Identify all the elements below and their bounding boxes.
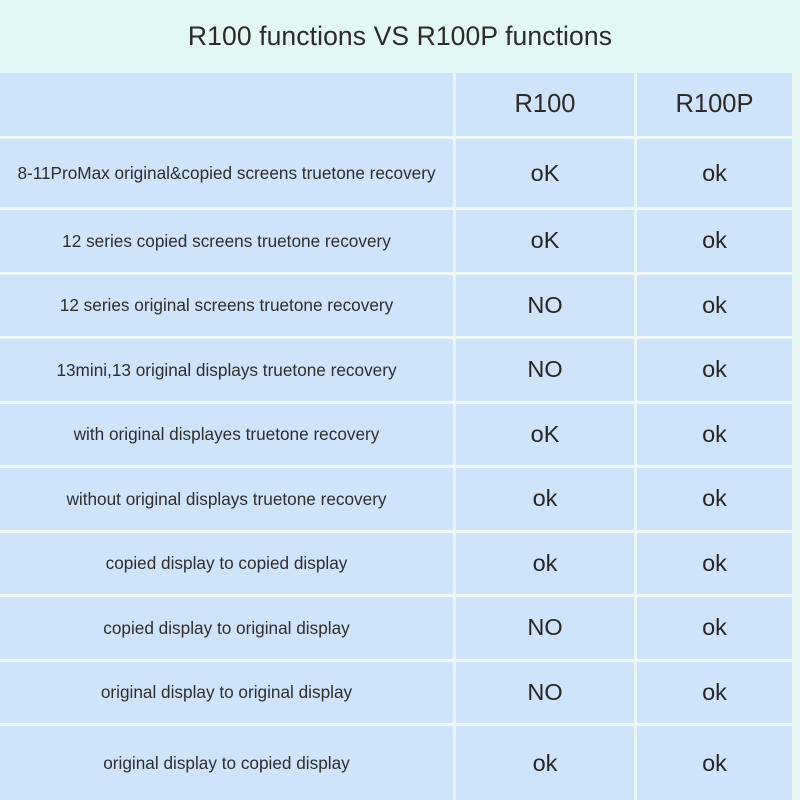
r100-value-cell: oK	[456, 210, 634, 272]
r100p-value-cell: ok	[637, 661, 792, 723]
r100-value-cell: ok	[456, 532, 634, 594]
feature-label: copied display to copied display	[105, 553, 348, 574]
r100p-value-cell: ok	[637, 403, 792, 465]
feature-label: copied display to original display	[103, 617, 350, 638]
feature-label: original display to copied display	[103, 752, 350, 773]
feature-cell: 13mini,13 original displays truetone rec…	[0, 339, 453, 401]
r100-value-cell: ok	[456, 726, 634, 800]
feature-label: with original displayes truetone recover…	[73, 424, 380, 445]
r100p-value-cell: ok	[637, 339, 792, 401]
r100-value-cell: ok	[456, 468, 634, 530]
column-header-r100: R100	[456, 73, 634, 136]
feature-label: without original displays truetone recov…	[66, 488, 387, 509]
feature-cell: 12 series original screens truetone reco…	[0, 274, 453, 336]
table-header-row: R100 R100P	[0, 73, 792, 139]
r100p-value-cell: ok	[637, 468, 792, 530]
comparison-table: R100 R100P 8-11ProMax original&copied sc…	[0, 73, 792, 800]
table-row: 12 series copied screens truetone recove…	[0, 210, 792, 275]
r100-value-cell: oK	[456, 403, 634, 465]
feature-cell: copied display to copied display	[0, 532, 453, 594]
table-row: original display to original display NO …	[0, 661, 792, 726]
page-title-bar: R100 functions VS R100P functions	[0, 0, 800, 73]
feature-cell: copied display to original display	[0, 597, 453, 659]
r100-value-cell: NO	[456, 274, 634, 336]
feature-cell: 8-11ProMax original&copied screens truet…	[0, 139, 453, 207]
table-row: 8-11ProMax original&copied screens truet…	[0, 139, 792, 210]
r100p-value-cell: ok	[637, 597, 792, 659]
table-row: without original displays truetone recov…	[0, 468, 792, 533]
r100-value-cell: NO	[456, 661, 634, 723]
feature-label: 8-11ProMax original&copied screens truet…	[17, 162, 436, 183]
feature-cell: original display to original display	[0, 661, 453, 723]
r100p-value-cell: ok	[637, 274, 792, 336]
r100-value-cell: NO	[456, 597, 634, 659]
r100p-value-cell: ok	[637, 532, 792, 594]
column-header-feature	[0, 73, 453, 136]
table-row: 12 series original screens truetone reco…	[0, 274, 792, 339]
page-title: R100 functions VS R100P functions	[187, 21, 613, 51]
feature-label: 12 series copied screens truetone recove…	[62, 230, 391, 251]
feature-cell: with original displayes truetone recover…	[0, 403, 453, 465]
r100p-value-cell: ok	[637, 726, 792, 800]
r100p-value-cell: ok	[637, 210, 792, 272]
r100p-value-cell: ok	[637, 139, 792, 207]
table-row: copied display to original display NO ok	[0, 597, 792, 662]
r100-value-cell: NO	[456, 339, 634, 401]
table-row: 13mini,13 original displays truetone rec…	[0, 339, 792, 404]
table-right-gutter	[792, 73, 800, 800]
feature-label: original display to original display	[100, 682, 353, 703]
table-row: copied display to copied display ok ok	[0, 532, 792, 597]
table-row: original display to copied display ok ok	[0, 726, 792, 800]
feature-cell: original display to copied display	[0, 726, 453, 800]
feature-cell: without original displays truetone recov…	[0, 468, 453, 530]
column-header-r100p: R100P	[637, 73, 792, 136]
feature-label: 12 series original screens truetone reco…	[59, 295, 394, 316]
table-row: with original displayes truetone recover…	[0, 403, 792, 468]
r100-value-cell: oK	[456, 139, 634, 207]
feature-label: 13mini,13 original displays truetone rec…	[56, 359, 397, 380]
feature-cell: 12 series copied screens truetone recove…	[0, 210, 453, 272]
